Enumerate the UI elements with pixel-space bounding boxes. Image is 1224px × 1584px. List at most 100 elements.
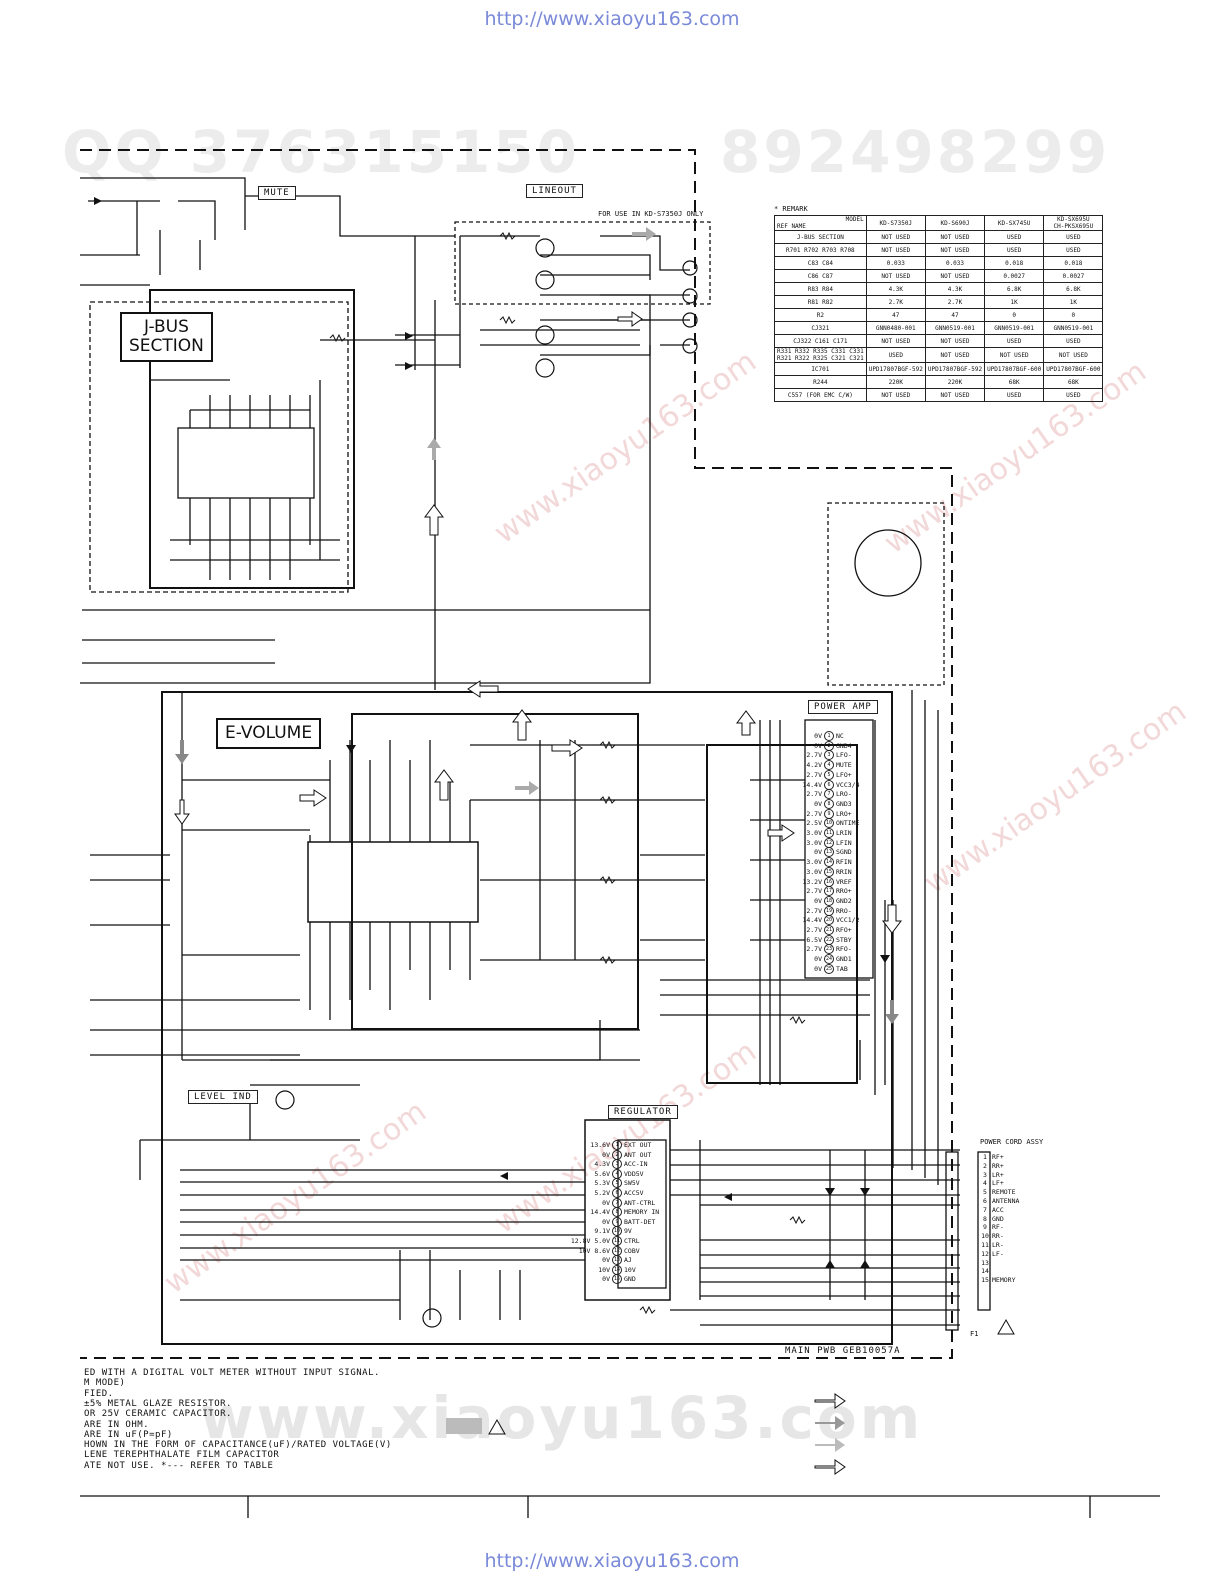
note-line: LENE TEREPHTHALATE FILM CAPACITOR [84, 1450, 280, 1461]
pin-voltage: 0V [814, 799, 822, 808]
power-cord-label: POWER CORD ASSY [980, 1138, 1044, 1146]
pin-voltage: 3.0V [806, 858, 822, 867]
caution-icon [488, 1418, 506, 1435]
table-value-cell: USED [984, 334, 1045, 348]
table-value-cell: NOT USED [924, 388, 986, 402]
note-line: ±5% METAL GLAZE RESISTOR. [84, 1398, 232, 1409]
pin-number: 11 [612, 1236, 622, 1246]
pin-voltage: 5.6V [594, 1169, 610, 1178]
connector-pin: 13 [978, 1259, 992, 1267]
remark-table: MODEL REF NAME KD-S7350J KD-S690J KD-SX7… [774, 215, 1104, 402]
connector-pin-number: 9 [983, 1223, 987, 1232]
table-ref-cell: C86 C87 [774, 269, 867, 283]
pin-number: 11 [824, 828, 834, 838]
model-header: KD-S7350J [865, 215, 926, 231]
table-value-cell: 0.0027 [1043, 269, 1104, 283]
pin-number: 14 [612, 1264, 622, 1275]
pin-label: COBV [624, 1246, 640, 1255]
pin-number: 14 [824, 857, 834, 868]
table-value-cell: 1K [984, 295, 1045, 309]
table-ref-cell: R83 R84 [774, 282, 867, 296]
table-value-cell: 47 [924, 308, 986, 322]
table-value-cell: NOT USED [865, 269, 926, 283]
pin-number: 8 [824, 798, 834, 809]
pin-voltage: 0V [814, 896, 822, 905]
model-header: KD-SX695U CH-PKSX695U [1043, 215, 1104, 231]
table-value-cell: 6.8K [1043, 282, 1104, 296]
table-value-cell: 68K [984, 375, 1045, 389]
connector-pin-label: MEMORY [992, 1276, 1016, 1285]
pin-voltage: 2.7V [806, 790, 822, 799]
pin-label: TAB [836, 964, 848, 973]
table-ref-cell: R701 R702 R703 R708 [774, 243, 867, 257]
table-value-cell: USED [984, 243, 1045, 257]
pin-number: 23 [824, 944, 834, 955]
pin-number: 21 [824, 925, 834, 935]
pin-label: RRIN [836, 867, 852, 876]
pin-voltage: 14.4V [802, 916, 822, 925]
connector-pin-label: ACC [992, 1205, 1004, 1214]
pin-label: RFIN [836, 858, 852, 867]
table-value-cell: NOT USED [865, 243, 926, 257]
pin-label: RFO- [836, 945, 852, 954]
connector-pin-number: 15 [981, 1276, 989, 1285]
connector-pin-label: LF- [992, 1249, 1004, 1258]
pin-number: 15 [824, 866, 834, 877]
table-ref-cell: R81 R82 [774, 295, 867, 309]
pin-label: MEMORY IN [624, 1208, 660, 1217]
table-value-cell: NOT USED [984, 347, 1045, 363]
table-value-cell: USED [1043, 334, 1104, 348]
table-value-cell: NOT USED [924, 243, 986, 257]
table-ref-cell: R331 R332 R335 C331 C331 R321 R322 R325 … [774, 347, 867, 363]
connector-pin-label: ANTENNA [992, 1197, 1020, 1205]
pin-voltage: 3.0V [806, 838, 822, 847]
table-value-cell: UPD17807BGF-600 [984, 362, 1045, 376]
table-row: R331 R332 R335 C331 C331 R321 R322 R325 … [774, 347, 1104, 363]
pin-voltage: 14.4V [802, 780, 822, 789]
note-line: HOWN IN THE FORM OF CAPACITANCE(uF)/RATE… [84, 1440, 392, 1451]
header-url[interactable]: http://www.xiaoyu163.com [484, 8, 740, 30]
connector-pin-number: 8 [983, 1214, 987, 1223]
main-pwb-label: MAIN PWB GEB10057A [785, 1346, 901, 1356]
pin-label: VREF [836, 877, 852, 886]
table-ref-cell: R244 [774, 375, 867, 389]
pin-label: RRO+ [836, 887, 852, 896]
pin-number: 10 [612, 1226, 622, 1237]
pin-label: LFO- [836, 751, 852, 760]
pin-label: MUTE [836, 761, 852, 770]
pin-number: 25 [824, 963, 834, 974]
table-value-cell: 0.018 [984, 256, 1045, 270]
pin-number: 7 [824, 789, 834, 800]
pin-label: BATT-DET [624, 1217, 656, 1226]
pin-number: 8 [612, 1207, 622, 1218]
table-value-cell: 0.033 [865, 256, 926, 270]
remark-table-header: MODEL REF NAME KD-S7350J KD-S690J KD-SX7… [774, 215, 1104, 231]
pin-label: LFO+ [836, 770, 852, 779]
note-line: FIED. [84, 1388, 114, 1399]
footer-url[interactable]: http://www.xiaoyu163.com [484, 1550, 740, 1572]
pin-label: VCC1/2 [836, 916, 860, 925]
pin-voltage: 0V [814, 732, 822, 740]
pin-label: VDD5V [624, 1169, 644, 1178]
